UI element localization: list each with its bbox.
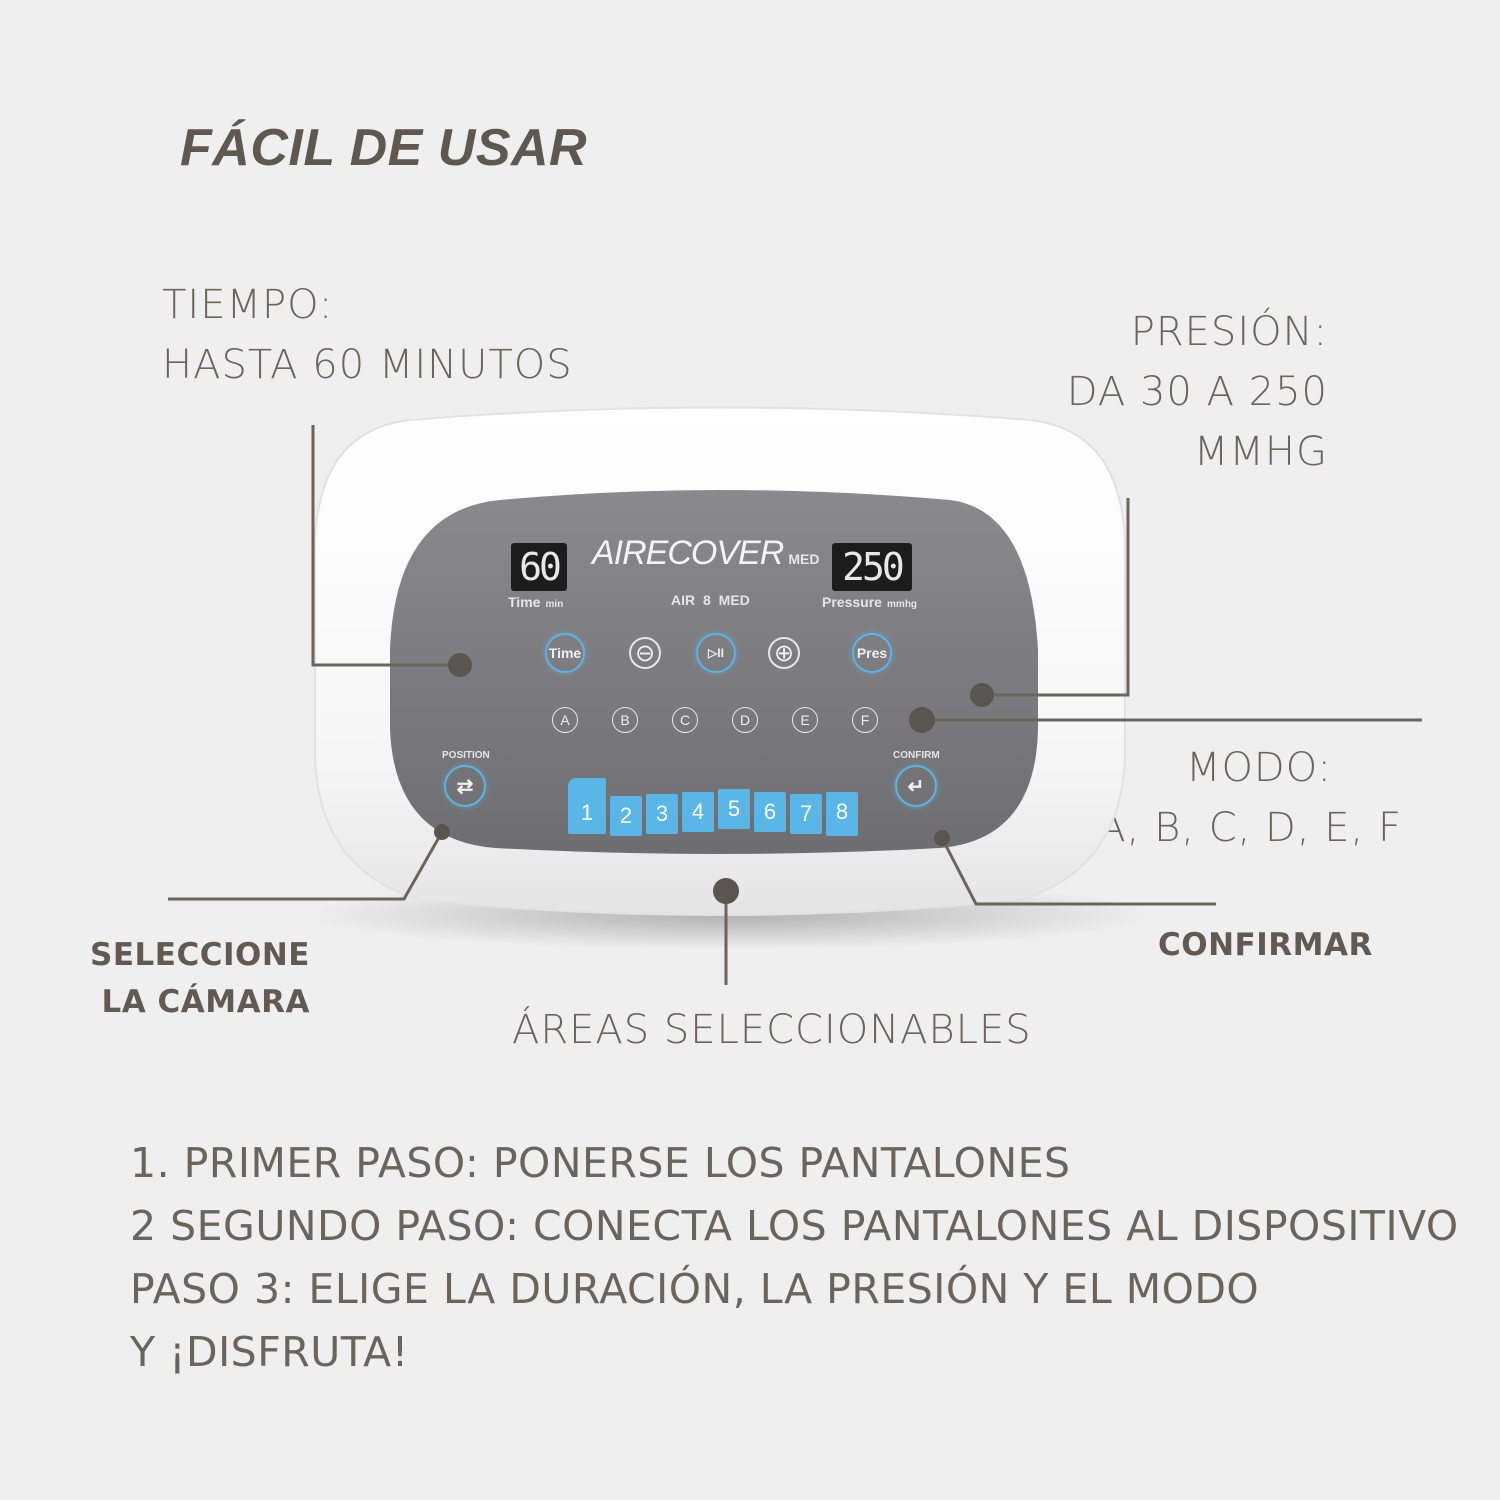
zone-1[interactable]: 1 <box>568 778 606 834</box>
modo-heading: MODO: <box>1185 745 1332 791</box>
mode-d-button[interactable]: D <box>732 707 758 733</box>
tiempo-detail: HASTA 60 MINUTOS <box>162 342 573 388</box>
step-3: PASO 3: ELIGE LA DURACIÓN, LA PRESIÓN Y … <box>130 1265 1260 1313</box>
pressure-unit: mmhg <box>887 599 918 610</box>
pressure-label: Pressure <box>822 594 882 610</box>
step-1: 1. PRIMER PASO: PONERSE LOS PANTALONES <box>130 1139 1071 1187</box>
seleccione-callout: SELECCIONE LA CÁMARA <box>80 932 310 1026</box>
zone-4[interactable]: 4 <box>682 792 714 832</box>
page-title: FÁCIL DE USAR <box>180 119 588 177</box>
mode-f-button[interactable]: F <box>852 707 878 733</box>
modo-detail: A, B, C, D, E, F <box>1098 805 1402 851</box>
presion-unit: MMHG <box>1193 429 1328 475</box>
modo-callout: MODO: A, B, C, D, E, F <box>1072 738 1402 858</box>
time-button[interactable]: Time <box>545 633 585 673</box>
mode-b-button[interactable]: B <box>612 707 638 733</box>
position-button[interactable]: ⇄ <box>444 765 486 807</box>
areas-callout: ÁREAS SELECCIONABLES <box>512 1007 1032 1053</box>
step-2: 2 SEGUNDO PASO: CONECTA LOS PANTALONES A… <box>130 1202 1459 1250</box>
pressure-display: 250 <box>832 543 912 591</box>
step-4: Y ¡DISFRUTA! <box>130 1328 409 1376</box>
plus-button[interactable]: ⊕ <box>768 637 800 669</box>
pres-button[interactable]: Pres <box>852 633 892 673</box>
brand-logo: AIRECOVER MED <box>592 534 819 573</box>
zone-3[interactable]: 3 <box>646 794 678 834</box>
confirm-label: CONFIRM <box>893 750 940 761</box>
seleccione-line1: SELECCIONE <box>90 937 310 973</box>
zone-8[interactable]: 8 <box>826 792 858 836</box>
time-label: Time <box>508 594 541 610</box>
presion-callout: PRESIÓN: DA 30 A 250 MMHG <box>1067 302 1328 482</box>
pressure-caption: Pressure mmhg <box>822 592 917 611</box>
zone-1-label: 1 <box>580 800 594 825</box>
seleccione-line2: LA CÁMARA <box>101 984 310 1020</box>
brand-name: AIRECOVER <box>592 534 784 572</box>
presion-detail: DA 30 A 250 <box>1066 369 1328 415</box>
cycle-icon: ⇄ <box>456 775 474 798</box>
play-pause-button[interactable]: ▷II <box>696 633 736 673</box>
enter-icon: ↵ <box>907 775 925 798</box>
presion-heading: PRESIÓN: <box>1130 309 1328 355</box>
minus-button[interactable]: ⊖ <box>629 637 661 669</box>
tiempo-heading: TIEMPO: <box>162 282 334 328</box>
tiempo-callout: TIEMPO: HASTA 60 MINUTOS <box>162 275 573 395</box>
model-label: AIR 8 MED <box>671 592 750 608</box>
mode-c-button[interactable]: C <box>672 707 698 733</box>
zone-7[interactable]: 7 <box>790 794 822 834</box>
confirm-button[interactable]: ↵ <box>895 765 937 807</box>
brand-suffix: MED <box>788 551 820 567</box>
zone-2[interactable]: 2 <box>610 796 642 836</box>
time-unit: min <box>545 599 564 610</box>
steps-list: 1. PRIMER PASO: PONERSE LOS PANTALONES 2… <box>130 1132 1459 1384</box>
confirmar-callout: CONFIRMAR <box>1158 927 1373 963</box>
position-label: POSITION <box>442 750 490 761</box>
zone-5[interactable]: 5 <box>718 789 750 829</box>
zone-6[interactable]: 6 <box>754 792 786 832</box>
time-display: 60 <box>511 543 567 591</box>
mode-a-button[interactable]: A <box>552 707 578 733</box>
mode-e-button[interactable]: E <box>792 707 818 733</box>
time-caption: Time min <box>508 592 563 611</box>
